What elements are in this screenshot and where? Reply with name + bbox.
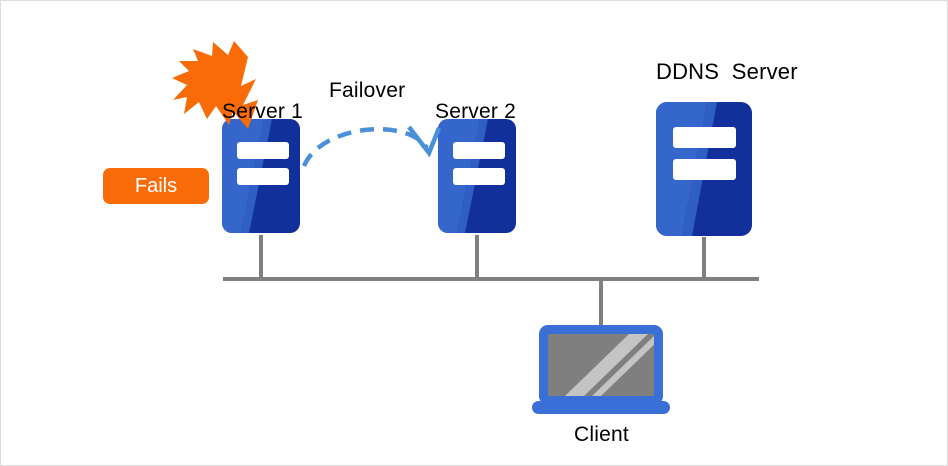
server-1-label: Server 1	[222, 100, 303, 123]
failure-burst-icon	[172, 41, 258, 129]
ddns-server-icon[interactable]	[656, 102, 752, 236]
ddns-server-slot-top	[673, 127, 736, 148]
server-2-label: Server 2	[435, 100, 516, 123]
server-1-slot-bottom	[237, 168, 289, 185]
client-monitor-icon[interactable]	[532, 325, 670, 414]
server-2-icon[interactable]	[438, 119, 516, 233]
network-bus-group	[223, 235, 759, 329]
server-1-slot-top	[237, 142, 289, 159]
fails-badge: Fails	[103, 168, 209, 204]
client-stand-base	[532, 401, 670, 414]
ddns-server-label: DDNS Server	[656, 59, 798, 84]
failover-arrow	[301, 125, 442, 167]
failover-label: Failover	[329, 79, 406, 102]
client-label: Client	[574, 423, 629, 446]
ddns-server-slot-bottom	[673, 159, 736, 180]
failover-arc-path	[301, 126, 429, 167]
failover-arrowhead-icon	[407, 125, 442, 158]
server-1-icon[interactable]	[222, 119, 300, 233]
server-2-slot-top	[453, 142, 505, 159]
client-screen-glare	[565, 334, 654, 396]
server-2-slot-bottom	[453, 168, 505, 185]
